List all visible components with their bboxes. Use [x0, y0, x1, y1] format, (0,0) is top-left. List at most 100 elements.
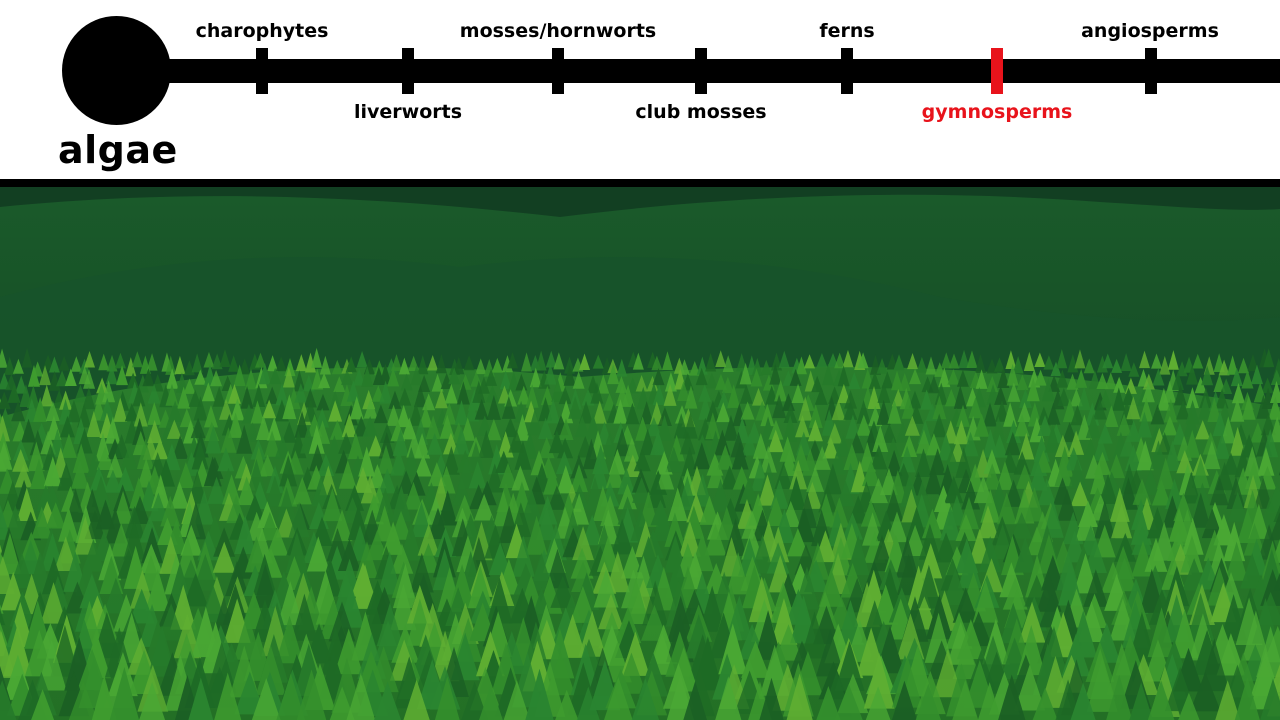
conifer-tree: [45, 400, 60, 421]
conifer-tree: [632, 352, 644, 370]
conifer-tree: [924, 464, 943, 495]
conifer-tree: [727, 384, 741, 408]
conifer-tree: [311, 516, 333, 547]
conifer-tree: [1099, 389, 1112, 408]
conifer-tree: [1014, 414, 1030, 437]
conifer-tree: [1230, 398, 1245, 422]
conifer-tree: [379, 363, 392, 385]
conifer-tree: [1181, 471, 1201, 504]
conifer-tree: [909, 368, 922, 385]
conifer-tree: [791, 383, 805, 404]
conifer-tree: [768, 419, 784, 440]
conifer-tree: [721, 376, 734, 394]
conifer-tree: [661, 351, 673, 371]
conifer-tree: [570, 464, 588, 493]
conifer-tree: [901, 395, 916, 419]
conifer-tree: [16, 487, 37, 522]
conifer-tree: [1108, 454, 1125, 479]
conifer-tree: [816, 686, 841, 720]
conifer-tree: [264, 430, 281, 457]
forest-illustration: [0, 187, 1280, 720]
conifer-tree: [163, 443, 181, 471]
conifer-tree: [786, 528, 809, 557]
conifer-tree: [1269, 512, 1280, 541]
conifer-tree: [1241, 610, 1270, 661]
conifer-tree: [54, 536, 78, 572]
conifer-tree: [868, 371, 881, 389]
conifer-tree: [1250, 422, 1266, 443]
conifer-tree: [334, 628, 364, 675]
conifer-tree: [717, 391, 731, 409]
conifer-tree: [373, 404, 388, 424]
origin-node: [62, 16, 171, 125]
conifer-tree: [331, 359, 343, 375]
conifer-tree: [0, 441, 13, 470]
conifer-tree: [139, 681, 166, 720]
conifer-tree: [751, 357, 763, 377]
conifer-tree: [974, 353, 986, 374]
conifer-tree: [603, 677, 633, 720]
conifer-tree: [920, 389, 934, 410]
conifer-tree: [551, 378, 565, 402]
conifer-tree: [1189, 672, 1221, 712]
conifer-tree: [1006, 419, 1022, 444]
conifer-tree: [1231, 382, 1245, 404]
conifer-tree: [239, 358, 251, 375]
conifer-tree: [1070, 682, 1096, 720]
conifer-tree: [1004, 431, 1021, 456]
conifer-tree: [58, 506, 80, 542]
conifer-tree: [1050, 361, 1062, 377]
conifer-tree: [837, 383, 851, 404]
conifer-tree: [170, 481, 190, 509]
conifer-tree: [766, 496, 787, 527]
conifer-tree: [422, 393, 436, 411]
conifer-tree: [1139, 397, 1154, 422]
conifer-tree: [333, 376, 346, 393]
conifer-tree: [696, 356, 708, 375]
conifer-tree: [316, 393, 330, 411]
conifer-tree: [152, 438, 169, 460]
conifer-tree: [1096, 355, 1108, 373]
conifer-tree: [499, 462, 518, 488]
conifer-tree: [1018, 601, 1046, 643]
conifer-tree: [1147, 680, 1175, 720]
conifer-tree: [1151, 353, 1163, 369]
conifer-tree: [741, 433, 758, 456]
conifer-tree: [906, 506, 928, 541]
conifer-tree: [843, 443, 861, 471]
conifer-tree: [160, 495, 181, 527]
conifer-tree: [228, 412, 244, 438]
conifer-tree: [114, 352, 126, 369]
conifer-tree: [251, 678, 281, 720]
conifer-tree: [596, 535, 620, 572]
conifer-tree: [390, 543, 414, 574]
conifer-tree: [361, 366, 374, 387]
conifer-tree: [915, 429, 932, 454]
conifer-tree: [1068, 458, 1087, 489]
conifer-tree: [771, 352, 783, 371]
conifer-tree: [856, 399, 871, 424]
conifer-tree: [40, 384, 54, 407]
conifer-tree: [1085, 402, 1100, 426]
conifer-tree: [1111, 358, 1123, 373]
conifer-tree: [367, 435, 384, 457]
conifer-tree: [1139, 350, 1151, 369]
conifer-tree: [1048, 375, 1061, 392]
conifer-tree: [991, 434, 1008, 458]
conifer-tree: [716, 444, 734, 470]
conifer-tree: [716, 402, 731, 423]
conifer-tree: [31, 506, 53, 539]
conifer-tree: [136, 374, 149, 393]
conifer-tree: [935, 532, 958, 563]
conifer-tree: [990, 416, 1006, 444]
conifer-tree: [1238, 357, 1250, 374]
conifer-tree: [106, 354, 118, 372]
conifer-tree: [1044, 424, 1061, 453]
conifer-tree: [739, 384, 753, 404]
conifer-tree: [944, 475, 964, 504]
conifer-tree: [1109, 487, 1130, 522]
conifer-tree: [861, 368, 874, 389]
conifer-tree: [1057, 387, 1071, 407]
conifer-tree: [679, 431, 696, 455]
conifer-tree: [1056, 369, 1069, 388]
